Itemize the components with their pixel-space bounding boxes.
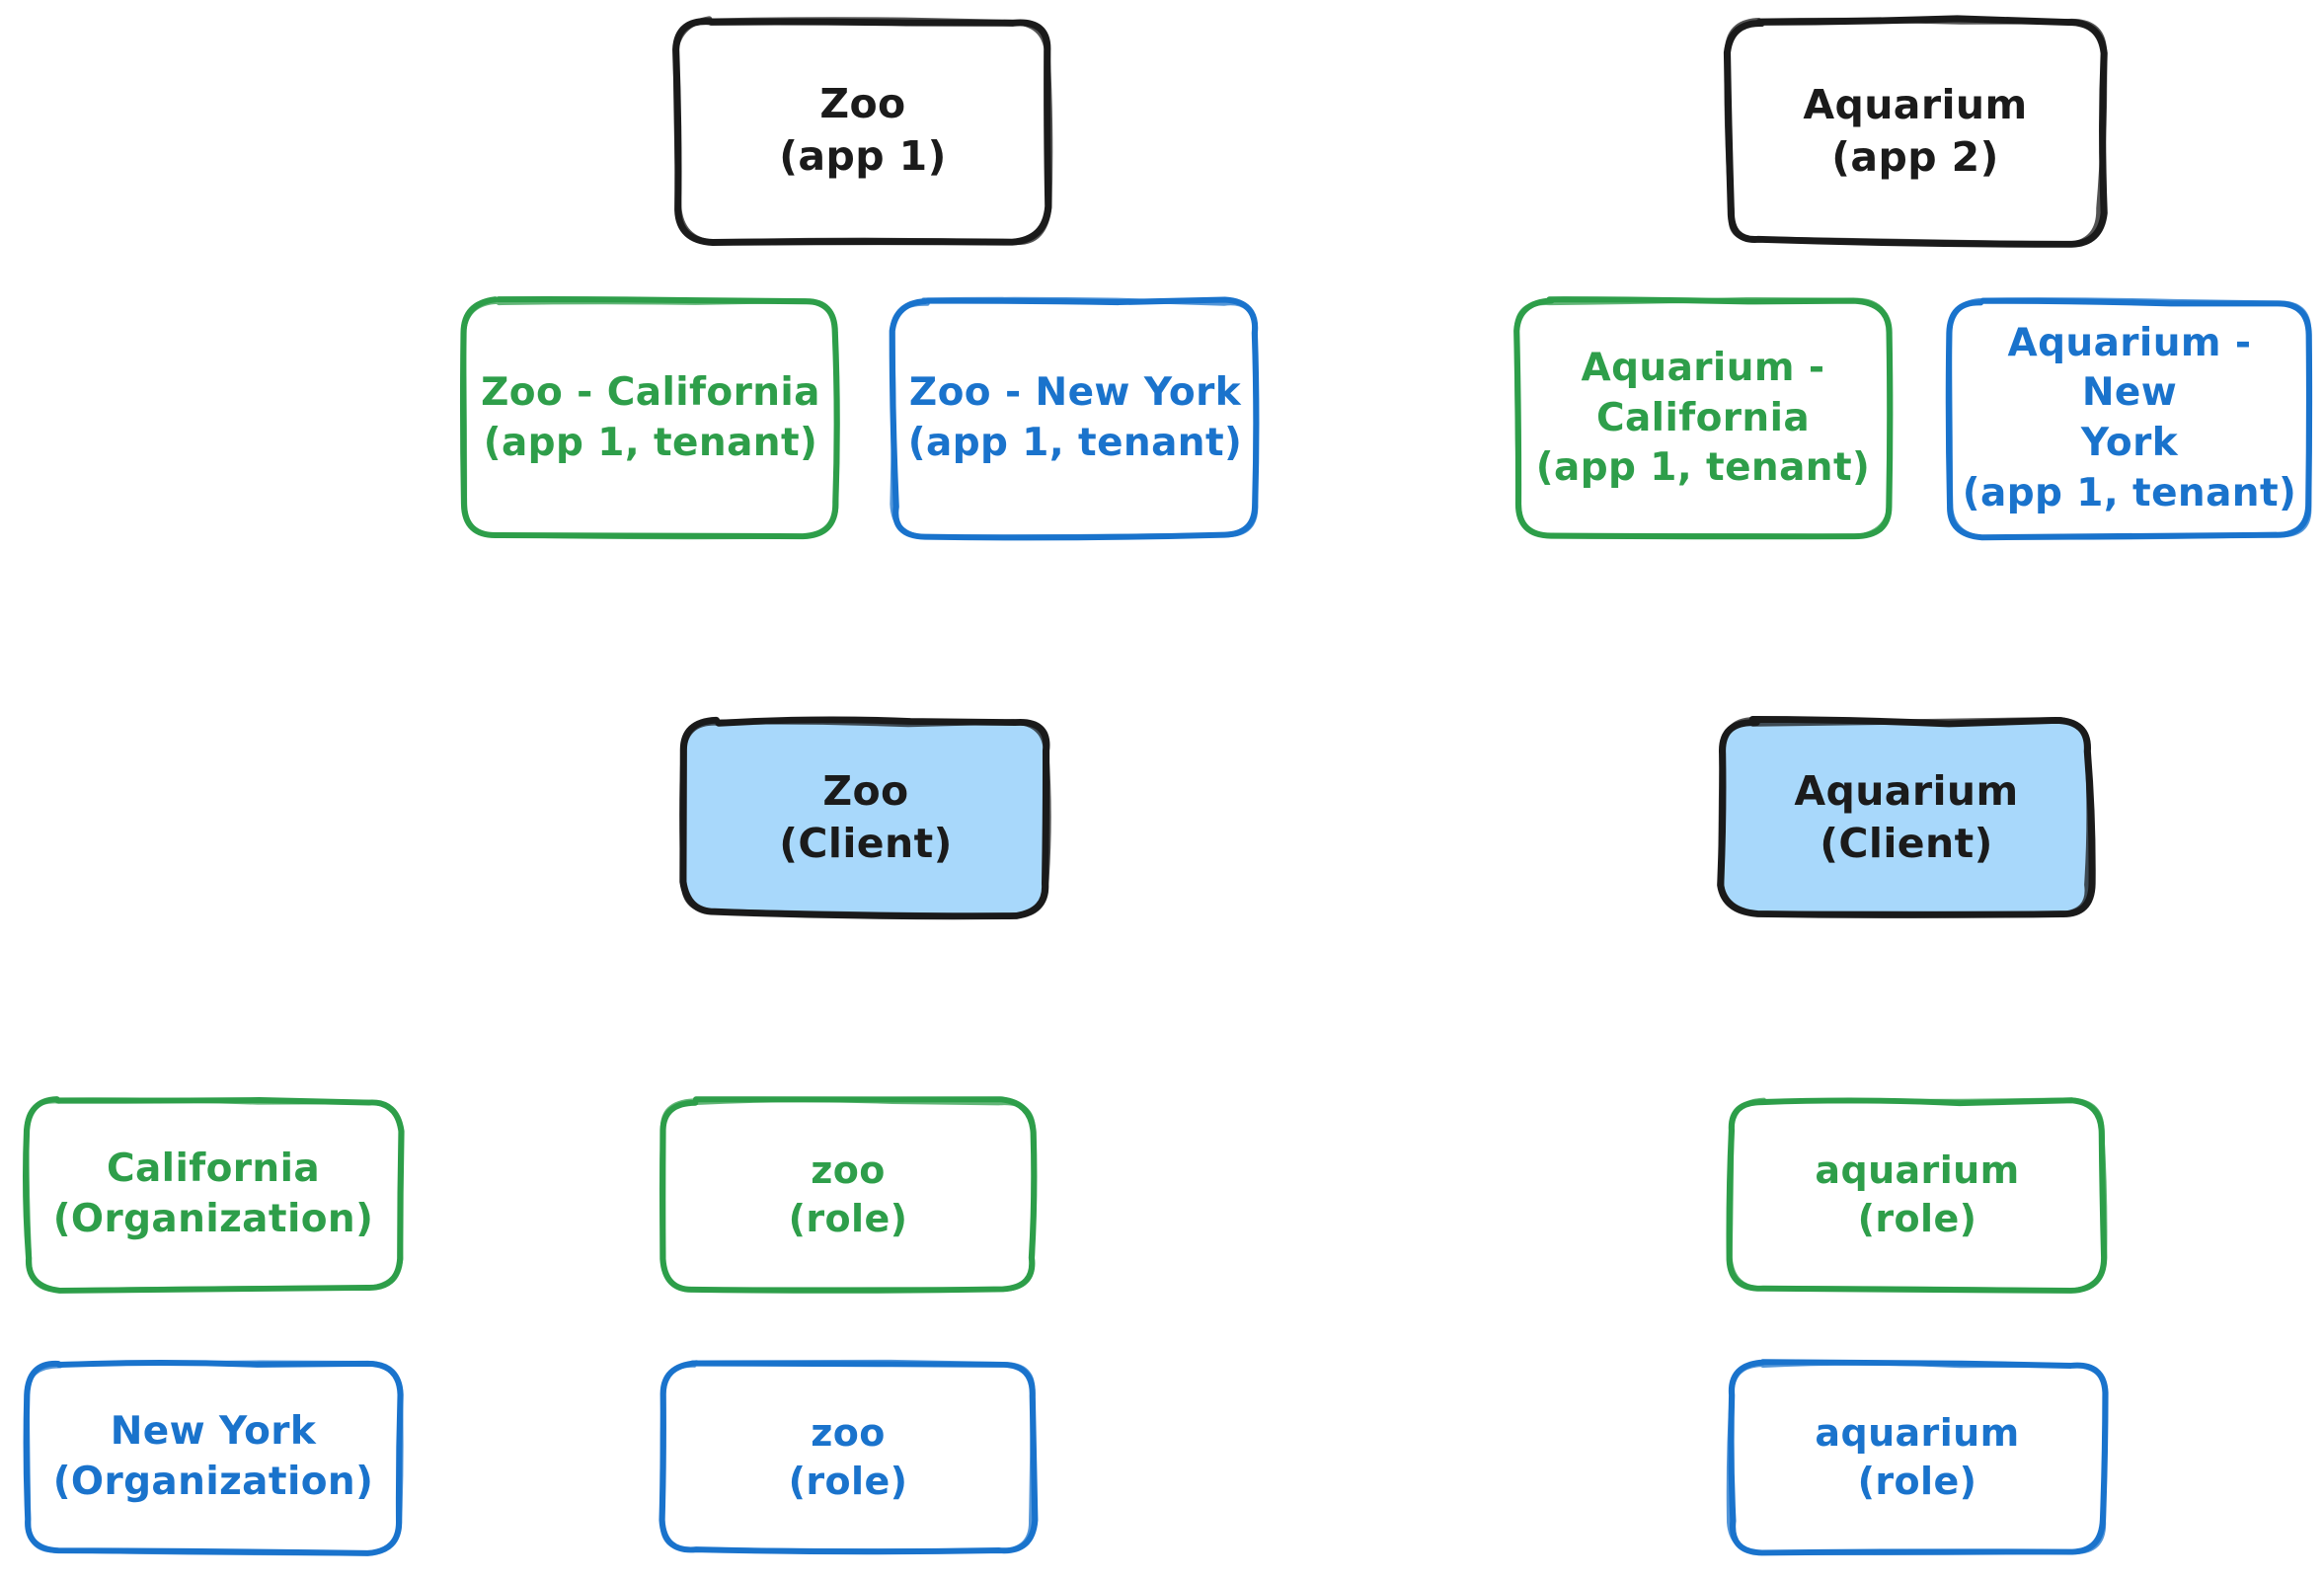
node-aquarium-role-blue[interactable]: aquarium (role) [1722,1355,2113,1560]
node-label-aquarium-role-blue: aquarium (role) [1815,1410,2020,1503]
node-zoo-newyork-tenant[interactable]: Zoo - New York (app 1, tenant) [885,292,1266,545]
node-label-zoo-role-green: zoo (role) [788,1147,908,1240]
node-aquarium-california-tenant[interactable]: Aquarium - California (app 1, tenant) [1509,292,1898,545]
node-zoo-client[interactable]: Zoo (Client) [675,713,1056,922]
node-zoo-app[interactable]: Zoo (app 1) [669,12,1056,249]
node-label-newyork-organization: New York (Organization) [52,1409,374,1504]
node-aquarium-app[interactable]: Aquarium (app 2) [1720,12,2111,251]
node-zoo-california-tenant[interactable]: Zoo - California (app 1, tenant) [456,292,845,545]
node-newyork-organization[interactable]: New York (Organization) [18,1355,409,1560]
node-label-zoo-app: Zoo (app 1) [779,79,947,180]
node-label-aquarium-role-green: aquarium (role) [1815,1147,2020,1240]
node-label-aquarium-app: Aquarium (app 2) [1803,80,2028,181]
node-aquarium-newyork-tenant[interactable]: Aquarium - New York (app 1, tenant) [1941,292,2318,545]
node-aquarium-client[interactable]: Aquarium (Client) [1714,713,2099,922]
node-label-zoo-client: Zoo (Client) [779,766,953,867]
node-aquarium-role-green[interactable]: aquarium (role) [1722,1092,2113,1298]
node-label-aquarium-client: Aquarium (Client) [1794,766,2019,867]
node-label-aquarium-newyork-tenant: Aquarium - New York (app 1, tenant) [1962,320,2297,515]
node-label-aquarium-california-tenant: Aquarium - California (app 1, tenant) [1535,345,1871,491]
node-label-california-organization: California (Organization) [52,1146,374,1241]
node-label-zoo-role-blue: zoo (role) [788,1410,908,1503]
node-label-zoo-california-tenant: Zoo - California (app 1, tenant) [481,370,820,465]
node-california-organization[interactable]: California (Organization) [18,1092,409,1298]
node-zoo-role-green[interactable]: zoo (role) [654,1092,1043,1298]
node-zoo-role-blue[interactable]: zoo (role) [654,1355,1043,1560]
node-label-zoo-newyork-tenant: Zoo - New York (app 1, tenant) [907,370,1243,465]
